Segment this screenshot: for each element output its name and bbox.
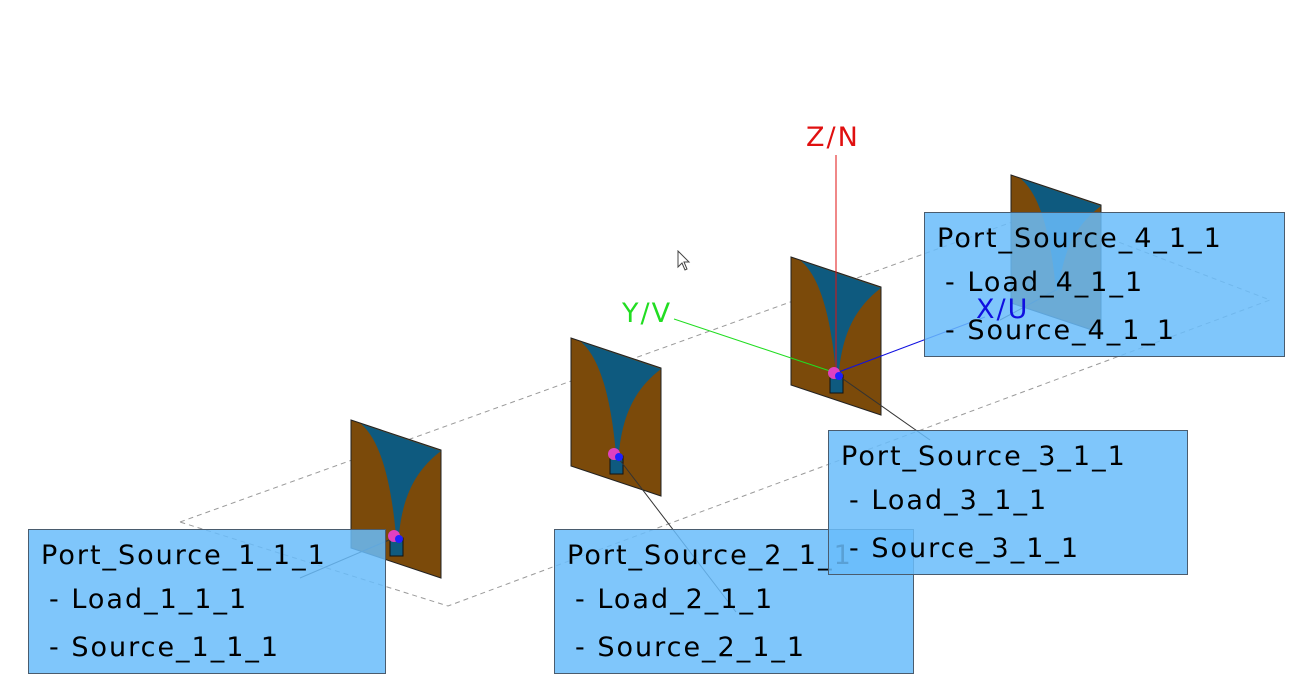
port-label-box-2[interactable]: Port_Source_2_1_1 - Load_2_1_1 - Source_… — [554, 529, 914, 674]
port-source-item: - Source_2_1_1 — [575, 632, 807, 663]
port-source-item: - Source_1_1_1 — [49, 632, 281, 663]
port-label-box-4[interactable]: Port_Source_4_1_1 - Load_4_1_1 - Source_… — [924, 212, 1285, 357]
port-label-box-1[interactable]: Port_Source_1_1_1 - Load_1_1_1 - Source_… — [28, 529, 386, 674]
antenna-metal-flare — [581, 342, 661, 454]
port-title: Port_Source_1_1_1 — [41, 540, 327, 571]
mouse-cursor-icon — [677, 250, 691, 271]
antenna-element-2[interactable] — [570, 337, 662, 497]
port-title: Port_Source_2_1_1 — [567, 540, 853, 571]
antenna-metal-flare — [361, 424, 441, 536]
port-marker-1[interactable] — [388, 530, 403, 543]
port-load-item: - Load_1_1_1 — [49, 584, 249, 615]
y-axis-line — [673, 318, 837, 374]
antenna-metal-flare — [801, 261, 881, 373]
port-load-item: - Load_4_1_1 — [945, 267, 1145, 298]
port-marker-3[interactable] — [828, 367, 843, 380]
port-load-item: - Load_2_1_1 — [575, 584, 775, 615]
port-title: Port_Source_3_1_1 — [841, 441, 1127, 472]
port-title: Port_Source_4_1_1 — [937, 223, 1223, 254]
port-source-item: - Source_4_1_1 — [945, 315, 1177, 346]
port-load-item: - Load_3_1_1 — [849, 485, 1049, 516]
port-leader-line-3 — [835, 373, 931, 441]
port-label-box-3[interactable]: Port_Source_3_1_1 - Load_3_1_1 - Source_… — [828, 430, 1188, 575]
port-source-item: - Source_3_1_1 — [849, 533, 1081, 564]
port-marker-2[interactable] — [608, 448, 623, 461]
z-axis-label: Z/N — [806, 122, 860, 153]
y-axis-label: Y/V — [621, 298, 672, 329]
